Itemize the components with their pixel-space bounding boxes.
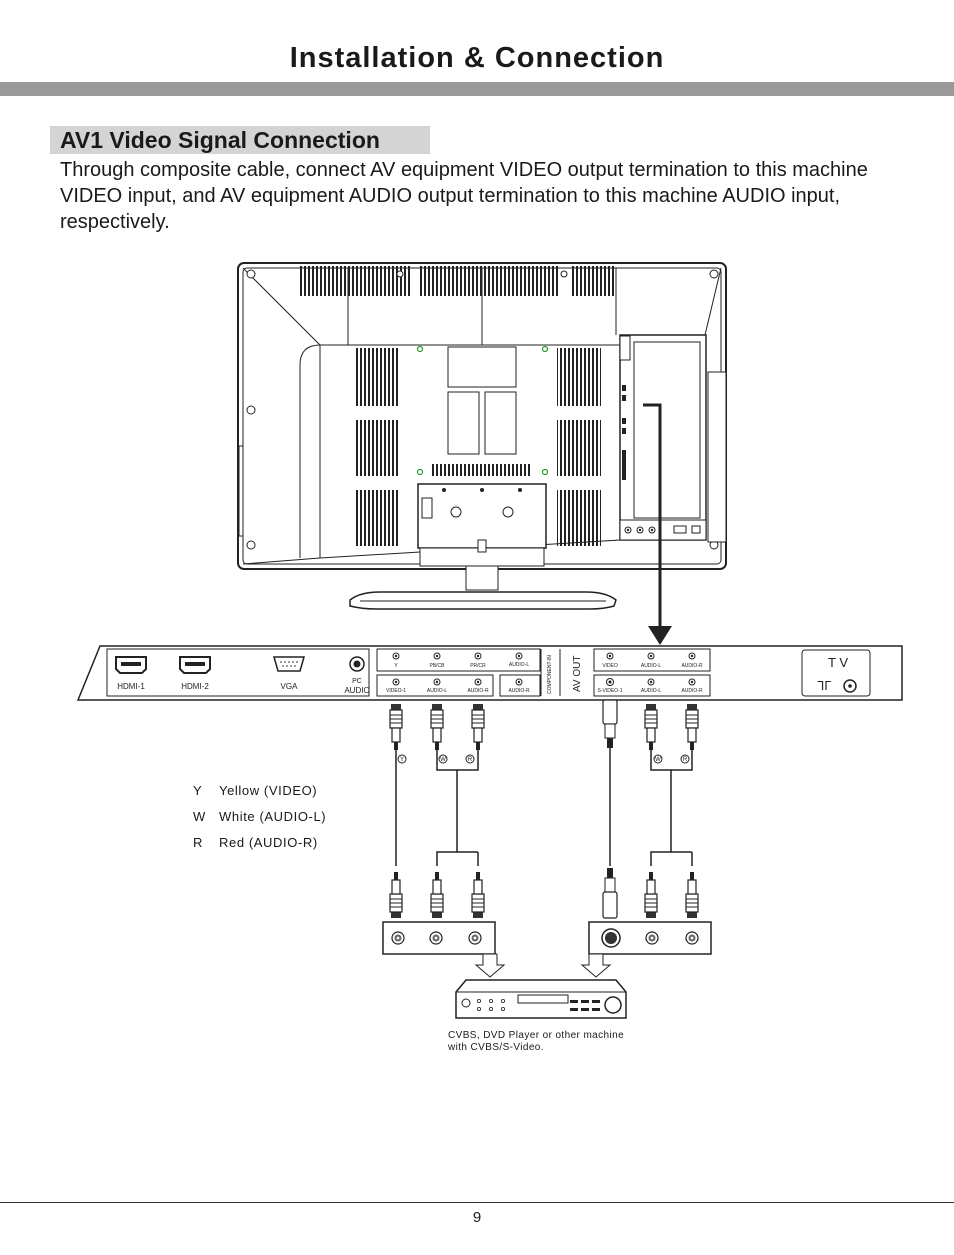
svideo-audio-l-label: AUDIO-L <box>641 688 662 694</box>
dvd-player <box>455 979 627 1019</box>
component-in-label: COMPONENT-IN <box>547 655 553 694</box>
caption-line-2: with CVBS/S-Video. <box>448 1042 544 1053</box>
page-number: 9 <box>472 1209 482 1226</box>
plug-audio-l-top <box>430 703 444 751</box>
legend-text: Red (AUDIO-R) <box>219 835 318 850</box>
marker-r-right: R <box>683 757 688 763</box>
section-heading: AV1 Video Signal Connection <box>50 126 430 154</box>
plug-video-bottom <box>389 871 403 919</box>
av-cables: Y W R W R <box>389 699 699 919</box>
svideo-audio-r-label: AUDIO-R <box>681 688 703 694</box>
legend-text: White (AUDIO-L) <box>219 809 327 824</box>
legend-text: Yellow (VIDEO) <box>219 783 318 798</box>
title-rule <box>0 82 954 96</box>
video1-audio-r-label: AUDIO-R <box>467 688 489 694</box>
hdmi1-label: HDMI-1 <box>117 682 145 691</box>
marker-r: R <box>468 757 473 763</box>
plug-av-audio-l-bottom <box>644 871 658 919</box>
section-heading-text: AV1 Video Signal Connection <box>60 127 380 153</box>
device-caption: CVBS, DVD Player or other machine with C… <box>448 1030 678 1054</box>
legend-row-white: W White (AUDIO-L) <box>193 808 326 834</box>
dvd-knob-icon <box>604 996 622 1014</box>
av-audio-r-label: AUDIO-R <box>681 663 703 669</box>
plug-audio-r-bottom <box>471 871 485 919</box>
av-video-label: VIDEO <box>602 663 618 669</box>
terminal-panel: HDMI-1 HDMI-2 VGA PC AUDIO Y PB/CB PR/CR… <box>76 645 903 701</box>
svideo-label: S-VIDEO-1 <box>597 688 622 694</box>
antenna-symbol-icon: ᒣᒥ <box>817 679 831 693</box>
av-audio-l-label: AUDIO-L <box>641 663 662 669</box>
plug-av-audio-l-top <box>644 703 658 751</box>
marker-w-right: W <box>655 757 661 763</box>
footer-rule <box>0 1202 954 1203</box>
caption-line-1: CVBS, DVD Player or other machine <box>448 1030 625 1041</box>
marker-w: W <box>440 757 446 763</box>
pc-label: PC <box>352 678 362 685</box>
vga-label: VGA <box>281 682 299 691</box>
pc-audio-label: AUDIO <box>344 686 369 695</box>
legend-row-yellow: Y Yellow (VIDEO) <box>193 782 326 808</box>
legend-code: R <box>193 835 203 850</box>
plug-av-audio-r-top <box>685 703 699 751</box>
plug-audio-l-bottom <box>430 871 444 919</box>
comp-pb-label: PB/CB <box>429 663 445 669</box>
legend-code: W <box>193 809 206 824</box>
comp-pr-label: PR/CR <box>470 663 486 669</box>
comp-audio-r-label: AUDIO-R <box>508 688 530 694</box>
comp-audio-l-label: AUDIO-L <box>509 662 530 668</box>
connection-arrow <box>643 403 672 645</box>
video1-label: VIDEO-1 <box>386 688 406 694</box>
marker-y: Y <box>400 757 404 763</box>
tv-rear-view <box>237 262 727 610</box>
source-output-panels <box>382 921 712 978</box>
legend-row-red: R Red (AUDIO-R) <box>193 834 326 860</box>
page-title: Installation & Connection <box>289 42 665 74</box>
comp-y-label: Y <box>394 663 398 669</box>
svideo-plug-bottom <box>602 868 618 919</box>
plug-video-top <box>389 703 403 751</box>
video1-audio-l-label: AUDIO-L <box>427 688 448 694</box>
hdmi2-label: HDMI-2 <box>181 682 209 691</box>
legend-code: Y <box>193 783 203 798</box>
svideo-plug-top <box>602 699 618 748</box>
av-out-label: AV OUT <box>572 656 583 692</box>
plug-av-audio-r-bottom <box>685 871 699 919</box>
plug-audio-r-top <box>471 703 485 751</box>
cable-legend: Y Yellow (VIDEO) W White (AUDIO-L) R Red (A… <box>193 782 326 860</box>
tv-antenna-label: T V <box>828 655 848 670</box>
intro-paragraph: Through composite cable, connect AV equi… <box>60 159 868 233</box>
